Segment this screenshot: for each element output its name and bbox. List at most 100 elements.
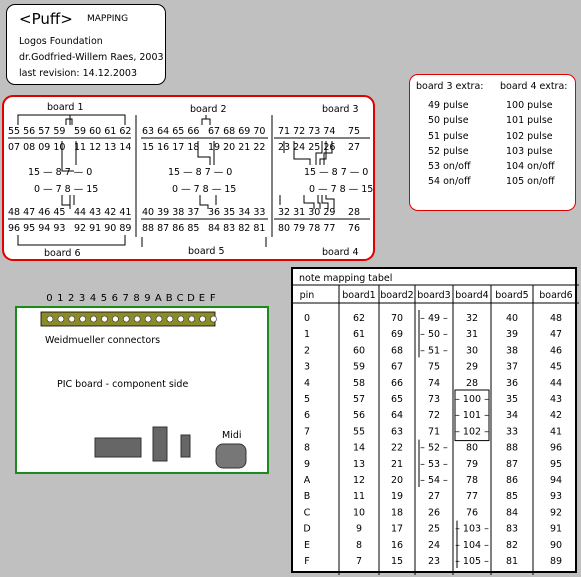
b10-76: 76: [348, 223, 360, 234]
table-cell: 21: [391, 459, 403, 470]
table-cell: 2: [304, 345, 310, 356]
connector-pin: [68, 315, 76, 323]
connector-pin: [101, 315, 108, 323]
table-cell: 84: [506, 507, 518, 518]
table-cell: 37: [506, 362, 518, 373]
table-cell: 56: [353, 410, 365, 421]
table-cell: 7: [304, 426, 310, 437]
b6-bot-row: 96 95 94 93: [8, 223, 65, 234]
table-cell: 66: [391, 378, 403, 389]
table-cell: 22: [391, 443, 403, 454]
connector-pin: [57, 315, 65, 323]
pic-board: Weidmueller connectors PIC board - compo…: [15, 306, 269, 474]
table-cell: 33: [506, 426, 518, 437]
table-cell: 6: [304, 410, 310, 421]
board-label-5: board 5: [188, 246, 225, 257]
b9-top-row: 36 35 34 33: [208, 207, 265, 218]
table-header-board1: board1: [342, 290, 375, 301]
pin-label-2: 2: [68, 293, 75, 304]
connector-pin: [199, 315, 206, 323]
table-cell: 48: [550, 313, 562, 324]
table-cell: 78: [466, 475, 478, 486]
connector-pin: [79, 315, 86, 323]
midi-label: Midi: [222, 430, 242, 441]
table-cell: 11: [353, 491, 365, 502]
table-cell: – 51 –: [420, 345, 448, 356]
table-cell: 73: [428, 394, 440, 405]
table-cell: 0: [304, 313, 310, 324]
pin-label-3: 3: [78, 293, 86, 304]
pin-label-A: A: [154, 293, 162, 304]
extra-item: 105 on/off: [506, 176, 555, 188]
table-cell: 34: [506, 410, 518, 421]
conn-lower-left: 0 — 7 8 — 15: [34, 184, 98, 195]
table-cell: 62: [353, 313, 365, 324]
table-cell: 72: [428, 410, 440, 421]
connector-pin: [210, 315, 217, 323]
table-cell: – 104 –: [455, 540, 489, 551]
table-cell: 69: [391, 329, 403, 340]
table-cell: 68: [391, 345, 403, 356]
extra-item: 49 pulse: [428, 100, 469, 112]
connector-pin: [155, 315, 163, 323]
wiring-right: [279, 141, 335, 209]
table-cell: 77: [466, 491, 478, 502]
table-cell: C: [304, 507, 311, 518]
b2a-top-row: 59 60 61 62: [74, 126, 131, 137]
table-cell: 36: [506, 378, 518, 389]
wiring-middle: [141, 115, 267, 247]
table-cell: 16: [391, 540, 403, 551]
conn-lower-right: 0 — 7 8 — 15: [309, 184, 373, 195]
pin-label-C: C: [176, 293, 184, 304]
connector-pin: [166, 315, 174, 323]
connector-pin: [144, 315, 152, 323]
board4-extra-col: board 4 extra: 100 pulse 101 pulse 102 p…: [500, 81, 567, 191]
table-cell: 87: [506, 459, 518, 470]
table-cell: 27: [428, 491, 440, 502]
table-cell: 57: [353, 394, 365, 405]
table-cell: – 102 –: [455, 426, 489, 437]
table-header-board2: board2: [380, 290, 413, 301]
table-cell: – 53 –: [420, 459, 448, 470]
table-cell: 31: [466, 329, 478, 340]
connector-pins: [46, 315, 217, 323]
table-cell: 5: [304, 394, 310, 405]
b10-bot-row: 80 79 78 77: [278, 223, 335, 234]
table-cell: – 52 –: [420, 443, 448, 454]
chip-block-large: [94, 437, 142, 458]
table-cell: 17: [391, 524, 403, 535]
conn-lower-mid: 0 — 7 8 — 15: [172, 184, 236, 195]
table-cell: 4: [304, 378, 310, 389]
table-cell: – 54 –: [420, 475, 448, 486]
table-cell: 1: [304, 329, 310, 340]
pin-label-D: D: [187, 293, 195, 304]
extra-item: 50 pulse: [428, 115, 469, 127]
table-cell: – 50 –: [420, 329, 448, 340]
table-cell: 85: [506, 491, 518, 502]
table-cell: 63: [391, 426, 403, 437]
table-cell: 92: [550, 507, 562, 518]
table-cell: 55: [353, 426, 365, 437]
table-cell: 70: [391, 313, 403, 324]
pin-label-0: 0: [46, 293, 53, 304]
table-cell: 39: [506, 329, 518, 340]
table-cell: 75: [428, 362, 440, 373]
board-label-1: board 1: [47, 102, 84, 113]
table-header-board6: board6: [539, 290, 572, 301]
table-cell: 20: [391, 475, 403, 486]
table-header-board5: board5: [495, 290, 528, 301]
extra-item: 104 on/off: [506, 160, 555, 172]
table-cell: 23: [428, 556, 440, 567]
b3-bot-row: 15 16 17 18: [142, 142, 199, 153]
b10-28: 28: [348, 207, 360, 218]
table-cell: 24: [428, 540, 440, 551]
b6-top-row: 48 47 46 45: [8, 207, 65, 218]
pin-label-1: 1: [57, 293, 64, 304]
extra-item: 101 pulse: [506, 115, 553, 127]
table-cell: 65: [391, 394, 403, 405]
conn-upper-right: 15 — 8 7 — 0: [304, 167, 368, 178]
board-label-6: board 6: [44, 248, 81, 259]
table-cell: E: [304, 540, 310, 551]
table-cell: 71: [428, 426, 440, 437]
pin-label-F: F: [209, 293, 216, 304]
